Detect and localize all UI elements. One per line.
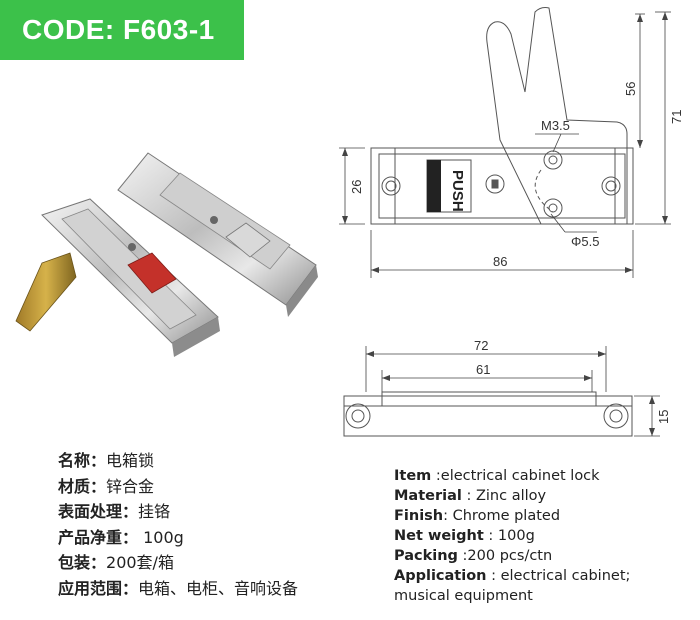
spec-chinese: 名称：电箱锁 材质：锌合金 表面处理：挂铬 产品净重： 100g 包装：200套… bbox=[58, 448, 298, 601]
spec-cn-row: 应用范围：电箱、电柜、音响设备 bbox=[58, 578, 299, 598]
top-view-drawing: PUSH 56 71 26 86 M3.5 Φ5.5 bbox=[339, 7, 684, 278]
spec-en-row: Application : electrical cabinet; bbox=[394, 568, 631, 584]
dim-phi55: Φ5.5 bbox=[571, 234, 599, 249]
dim-15: 15 bbox=[656, 410, 670, 424]
spec-en-row: Item :electrical cabinet lock bbox=[394, 468, 600, 484]
side-body-outline bbox=[343, 395, 633, 437]
back-lock-image bbox=[117, 152, 318, 317]
spec-cn-row: 包装：200套/箱 bbox=[58, 553, 174, 572]
spec-cn-row: 表面处理：挂铬 bbox=[58, 502, 171, 521]
push-label: PUSH bbox=[449, 170, 466, 212]
dim-72: 72 bbox=[474, 340, 488, 353]
dim-26: 26 bbox=[349, 180, 364, 194]
side-view-drawing: 72 61 15 bbox=[343, 340, 670, 437]
dim-56: 56 bbox=[623, 82, 638, 96]
dim-71: 71 bbox=[669, 110, 684, 124]
dim-61: 61 bbox=[476, 362, 490, 377]
product-photo bbox=[15, 152, 318, 357]
spec-cn-row: 名称：电箱锁 bbox=[58, 451, 155, 470]
lock-body-outline bbox=[370, 147, 634, 225]
spec-en-row: Finish: Chrome plated bbox=[394, 508, 561, 524]
product-code: CODE: F603-1 bbox=[22, 14, 215, 45]
handle-outline bbox=[486, 7, 628, 225]
dim-m35: M3.5 bbox=[541, 118, 570, 133]
spec-cn-row: 材质：锌合金 bbox=[58, 476, 155, 496]
spec-cn-row: 产品净重： 100g bbox=[58, 527, 184, 547]
spec-english: Item :electrical cabinet lock Material :… bbox=[394, 466, 630, 606]
spec-en-row: musical equipment bbox=[394, 588, 533, 604]
spec-en-row: Material : Zinc alloy bbox=[394, 488, 547, 504]
front-lock-image bbox=[15, 198, 220, 357]
dim-86: 86 bbox=[493, 254, 507, 269]
product-code-badge: CODE: F603-1 bbox=[0, 0, 244, 60]
spec-en-row: Packing :200 pcs/ctn bbox=[394, 548, 553, 564]
spec-en-row: Net weight : 100g bbox=[394, 528, 535, 544]
